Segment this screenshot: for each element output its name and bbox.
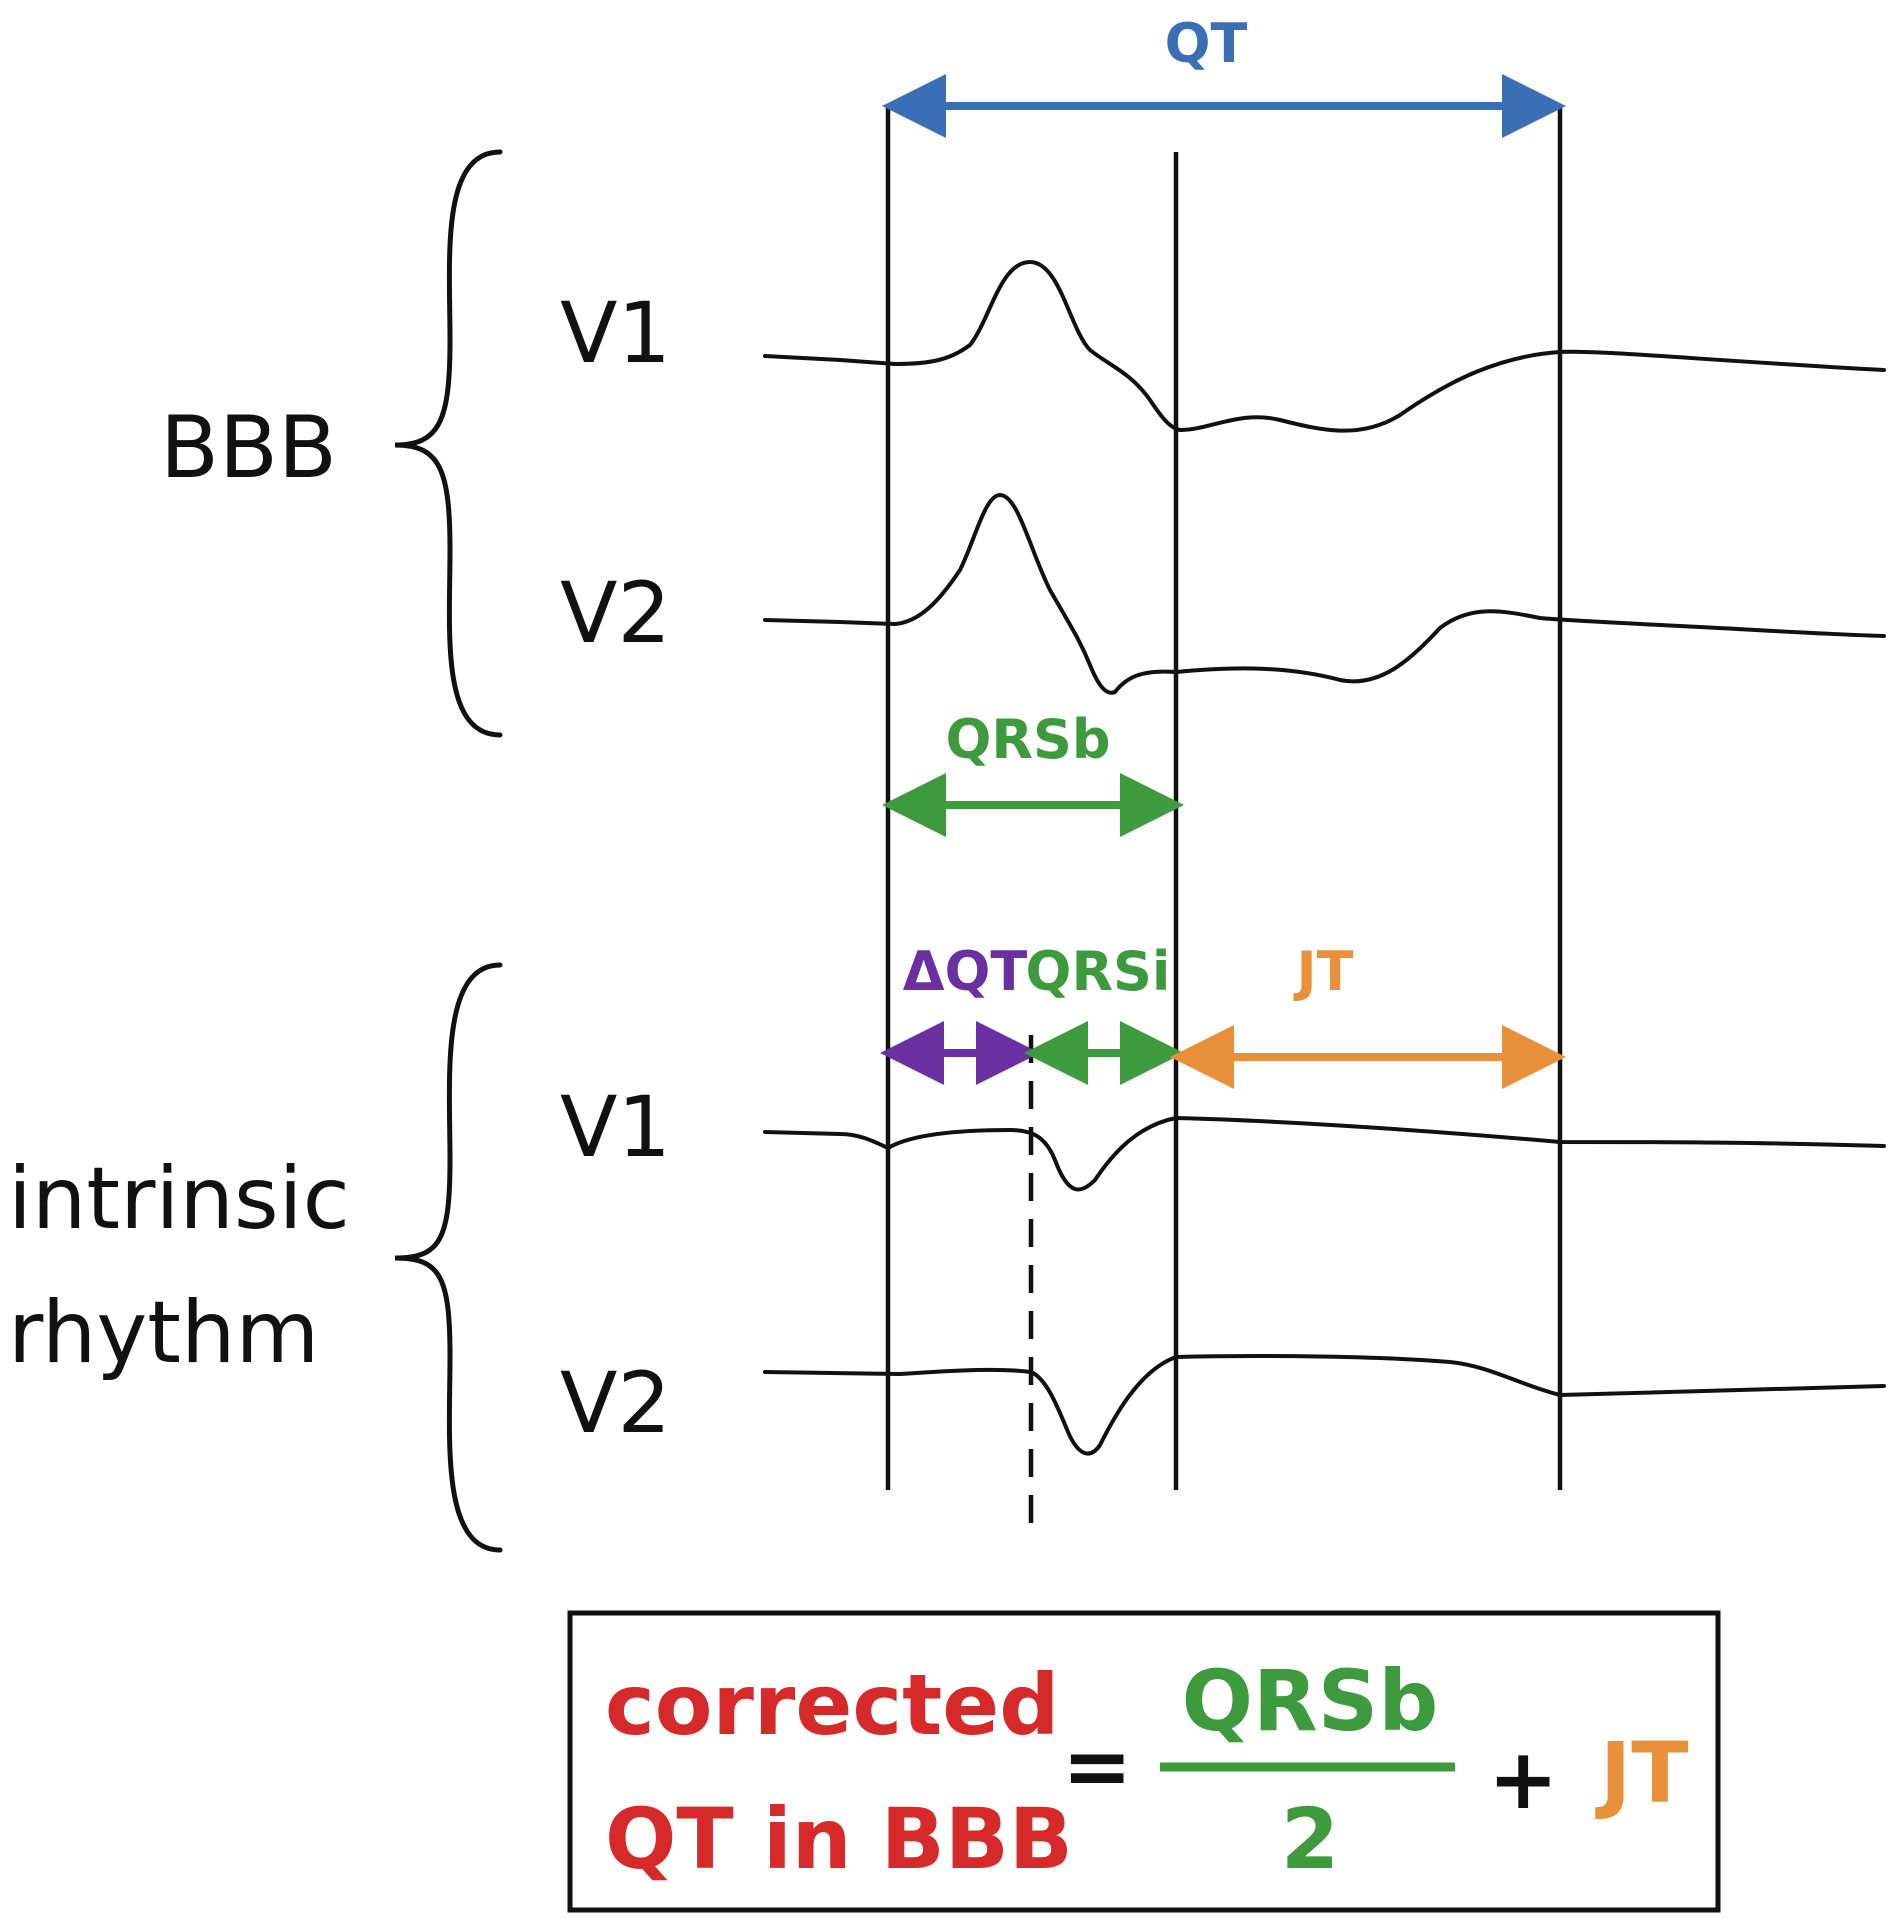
bbb-v2-label: V2 (560, 564, 671, 662)
qrsb-label: QRSb (945, 708, 1110, 771)
formula-lhs-line2: QT in BBB (605, 1790, 1073, 1888)
intrinsic-label-line1: intrinsic (8, 1149, 350, 1249)
intr-v1-trace (763, 1116, 1886, 1192)
intr-v2-label: V2 (560, 1354, 671, 1452)
qrsi-label: QRSi (1026, 940, 1171, 1003)
bbb-v1-label: V1 (560, 284, 671, 382)
formula-jt: JT (1595, 1724, 1689, 1822)
bbb-label: BBB (160, 398, 337, 498)
bbb-v2-trace (763, 493, 1886, 695)
formula-plus: + (1488, 1730, 1558, 1828)
bbb-v1-trace (763, 260, 1886, 433)
intr-v1-label: V1 (560, 1078, 671, 1176)
qt-label: QT (1165, 12, 1248, 75)
bbb-brace (394, 149, 503, 738)
formula-denominator: 2 (1281, 1790, 1339, 1888)
formula-equals: = (1062, 1717, 1132, 1815)
intrinsic-label-line2: rhythm (8, 1283, 319, 1383)
intrinsic-brace (394, 962, 503, 1553)
delta-qt-label: ΔQT (903, 940, 1028, 1003)
formula-lhs-line1: corrected (605, 1656, 1059, 1754)
formula-box (567, 1610, 1721, 1913)
formula-numerator: QRSb (1182, 1652, 1439, 1750)
intr-v2-trace (763, 1354, 1886, 1456)
jt-label: JT (1293, 940, 1354, 1003)
